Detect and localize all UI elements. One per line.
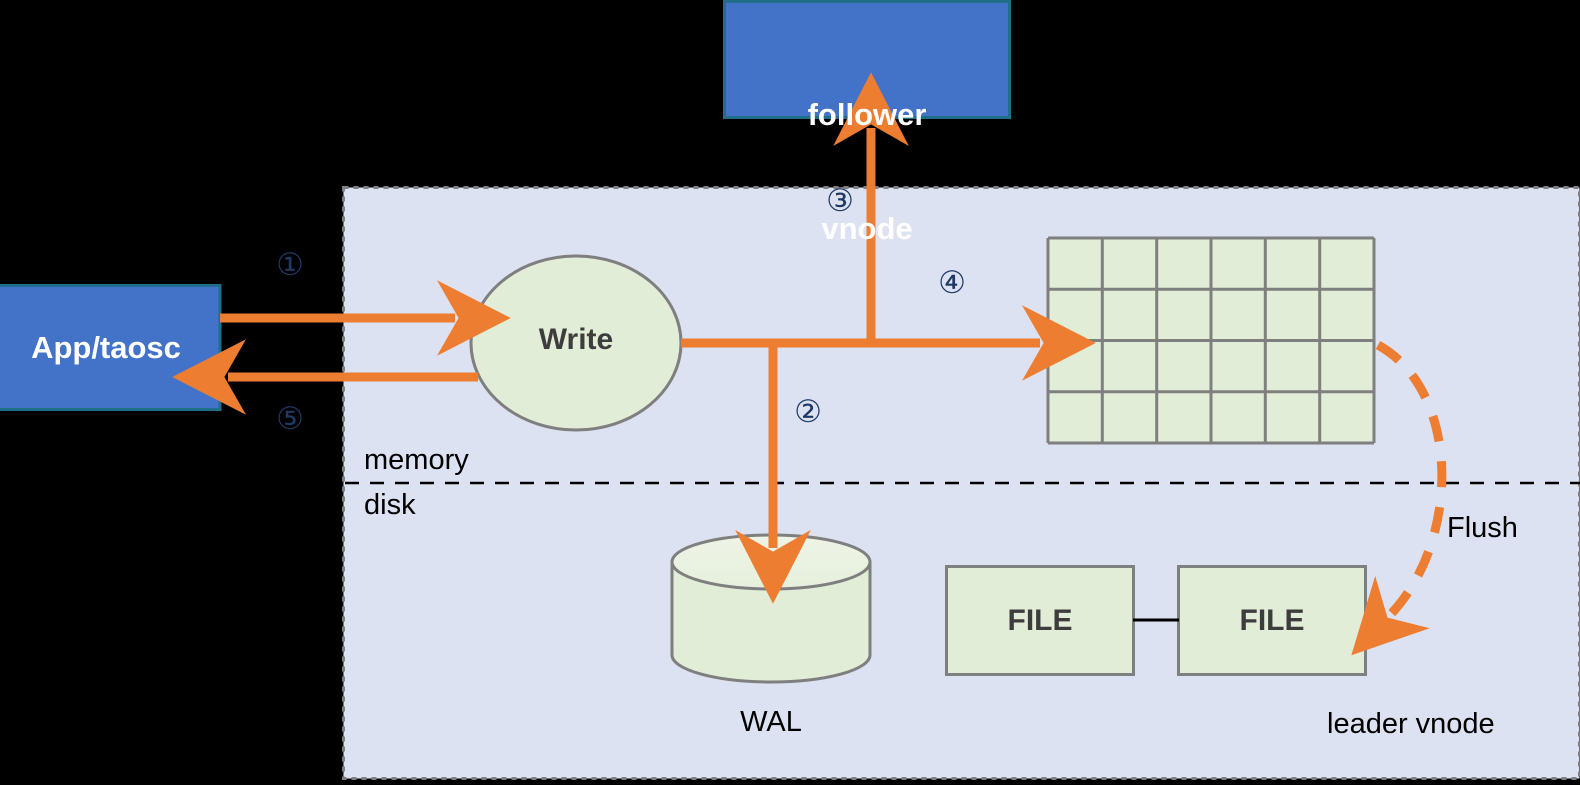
file-box-right[interactable] bbox=[1177, 565, 1367, 676]
file-box-left[interactable] bbox=[945, 565, 1135, 676]
arrow-flush-to-file bbox=[1351, 341, 1447, 656]
write-node[interactable] bbox=[469, 254, 683, 432]
follower-vnode-box[interactable] bbox=[723, 0, 1011, 119]
app-taosc-box[interactable] bbox=[0, 284, 222, 411]
wal-cylinder[interactable] bbox=[670, 533, 872, 684]
memtable-grid bbox=[1046, 236, 1376, 445]
